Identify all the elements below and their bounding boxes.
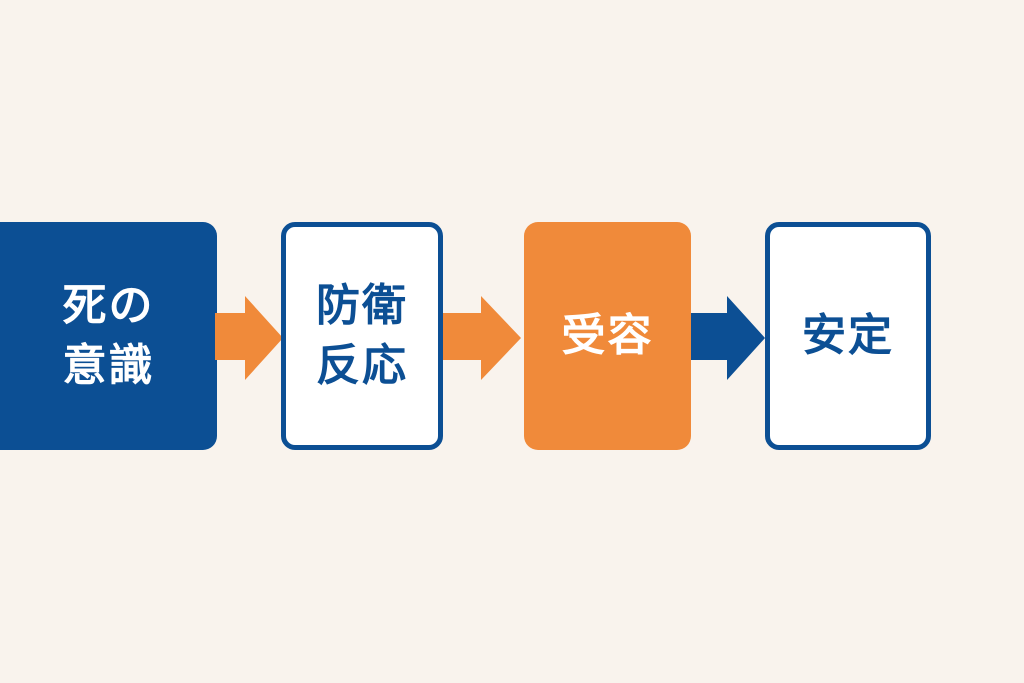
step-defense-reaction: 防衛 反応 — [281, 222, 443, 450]
arrow-right-icon — [443, 296, 521, 380]
step-label: 防衛 反応 — [316, 280, 408, 391]
step-death-awareness: 死の 意識 — [0, 222, 217, 450]
arrow-right-icon — [691, 296, 765, 380]
arrow-right-icon — [215, 296, 283, 380]
step-label: 死の 意識 — [62, 280, 155, 391]
step-label: 安定 — [802, 310, 894, 361]
step-stability: 安定 — [765, 222, 931, 450]
step-acceptance: 受容 — [524, 222, 691, 450]
step-label: 受容 — [561, 310, 654, 361]
